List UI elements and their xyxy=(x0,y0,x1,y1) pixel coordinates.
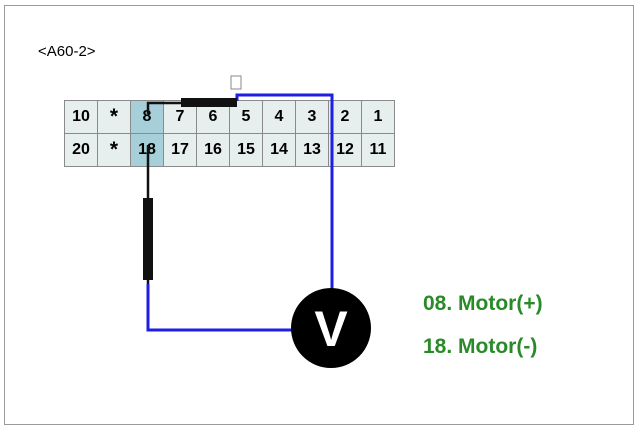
pin-empty-bottom: * xyxy=(97,133,131,167)
pin-16: 16 xyxy=(196,133,230,167)
pin-17: 17 xyxy=(163,133,197,167)
connector-pin-grid: 10 * 8 7 6 5 4 3 2 1 20 * 18 17 16 15 14… xyxy=(64,100,395,167)
pin-20: 20 xyxy=(64,133,98,167)
negative-probe-body xyxy=(143,198,153,280)
positive-test-wire xyxy=(235,93,334,290)
pin-empty-top: * xyxy=(97,100,131,134)
negative-test-wire xyxy=(146,284,292,332)
positive-probe-lead xyxy=(146,101,185,114)
connector-id-label: <A60-2> xyxy=(38,43,96,60)
voltmeter-symbol: V xyxy=(314,301,348,357)
pin-4: 4 xyxy=(262,100,296,134)
wiring-diagram: V xyxy=(143,75,371,368)
positive-probe-body xyxy=(181,98,237,107)
pin-row-bottom: 20 * 18 17 16 15 14 13 12 11 xyxy=(64,133,395,167)
legend-pin-18: 18. Motor(-) xyxy=(423,335,538,358)
pin-11: 11 xyxy=(361,133,395,167)
pin-1: 1 xyxy=(361,100,395,134)
pin-row-top: 10 * 8 7 6 5 4 3 2 1 xyxy=(64,100,395,134)
legend-pin-8: 08. Motor(+) xyxy=(423,292,543,315)
voltmeter-icon xyxy=(291,288,371,368)
pin-12: 12 xyxy=(328,133,362,167)
diagram-frame: <A60-2> 10 * 8 7 6 5 4 3 2 1 20 * 18 17 … xyxy=(4,5,634,425)
pin-13: 13 xyxy=(295,133,329,167)
connector-latch xyxy=(230,75,242,90)
pin-14: 14 xyxy=(262,133,296,167)
